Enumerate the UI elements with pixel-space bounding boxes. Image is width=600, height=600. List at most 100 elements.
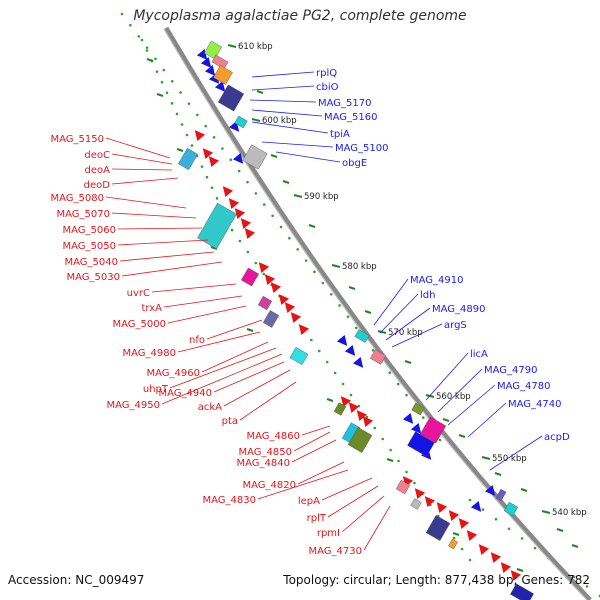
minus-strand-gene-arrow — [194, 130, 206, 142]
minus-strand-gene-label: lepA — [298, 496, 320, 507]
gc-dot — [145, 46, 149, 49]
gc-dot — [405, 470, 408, 474]
plus-strand-gene-label: MAG_4790 — [484, 365, 538, 376]
minus-strand-gene-block — [333, 402, 347, 416]
minus-strand-gene-arrow — [490, 552, 502, 564]
gc-dot — [200, 165, 204, 168]
plus-label-leader-line — [379, 293, 419, 334]
minus-strand-gene-block — [448, 538, 458, 550]
minus-strand-gene-label: MAG_5000 — [113, 319, 167, 330]
kbp-tick-mark — [377, 330, 387, 334]
plus-label-leader-line — [425, 352, 469, 401]
gc-dot — [187, 102, 191, 105]
gc-dot — [296, 248, 300, 251]
gene-features — [178, 40, 534, 600]
minus-strand-gene-arrow — [500, 562, 512, 574]
minus-strand-gene-arrow — [478, 544, 490, 556]
plus-strand-gene-arrow — [336, 334, 348, 346]
gc-dot — [507, 527, 511, 531]
minus-label-leader-line — [341, 495, 385, 533]
minus-strand-gene-label: uvrC — [127, 288, 150, 299]
minus-label-leader-line — [163, 295, 243, 308]
minus-label-leader-line — [293, 431, 331, 452]
plus-strand-gene-block — [213, 65, 233, 85]
minus-label-leader-line — [121, 261, 223, 277]
gc-dot — [155, 70, 159, 73]
minor-tick-mark — [386, 458, 394, 462]
minus-strand-gene-block — [178, 147, 198, 171]
gc-dot — [468, 498, 472, 502]
plus-label-leader-line — [489, 435, 543, 471]
gc-dot — [205, 175, 209, 179]
plus-label-leader-line — [447, 384, 496, 426]
gc-dot — [572, 575, 576, 579]
minus-strand-gene-label: uhpT — [143, 384, 169, 395]
minus-strand-gene-arrow — [284, 302, 296, 314]
minus-strand-gene-arrow — [436, 502, 448, 514]
gc-dot — [210, 186, 214, 190]
minus-strand-gene-label: MAG_5060 — [63, 225, 117, 236]
gc-dot — [321, 281, 325, 285]
minus-label-leader-line — [117, 239, 209, 246]
minor-tick-mark — [452, 532, 460, 536]
plus-strand-gene-block — [211, 54, 229, 70]
gc-dot — [338, 304, 341, 307]
kbp-tick-mark — [293, 194, 303, 198]
minus-strand-gene-arrow — [362, 416, 374, 428]
genome-backbone — [163, 26, 592, 600]
minus-label-leader-line — [169, 347, 277, 389]
plus-strand-gene-label: cbiO — [316, 82, 339, 93]
minus-strand-gene-block — [510, 583, 534, 600]
minus-strand-gene-label: nfo — [189, 335, 205, 346]
gc-dot — [388, 371, 392, 375]
minus-strand-gene-arrow — [348, 402, 360, 414]
gc-dot — [229, 158, 233, 162]
gc-dot — [165, 91, 169, 95]
gc-dot — [520, 537, 524, 540]
minus-strand-gene-label: MAG_5050 — [63, 241, 117, 252]
kbp-tick-label: 550 kbp — [492, 454, 527, 464]
plus-strand-gene-block — [242, 144, 268, 170]
minus-strand-gene-arrow — [466, 530, 478, 542]
minus-strand-gene-label: rpmI — [317, 528, 340, 539]
gc-dot — [333, 371, 337, 375]
gc-dot — [346, 315, 350, 318]
plus-strand-gene-block — [370, 349, 386, 365]
minus-strand-gene-label: MAG_4950 — [107, 400, 161, 411]
minus-label-leader-line — [301, 425, 331, 436]
minus-strand-gene-label: MAG_4860 — [247, 431, 301, 442]
minus-strand-gene-arrow — [270, 282, 282, 294]
minus-strand-gene-label: MAG_4960 — [147, 368, 201, 379]
minus-strand-gene-arrow — [240, 218, 252, 230]
minus-strand-gene-arrow — [202, 148, 214, 160]
kbp-tick-mark — [331, 264, 341, 268]
minus-strand-gene-arrow — [234, 208, 246, 220]
minus-strand-gene-arrow — [458, 518, 470, 530]
minus-strand-gene-arrow — [264, 274, 276, 286]
gc-dot — [120, 12, 124, 16]
plus-strand-gene-label: MAG_4890 — [432, 304, 486, 315]
plus-strand-gene-label: MAG_4740 — [508, 399, 562, 410]
minus-label-leader-line — [111, 153, 173, 165]
kbp-tick-label: 540 kbp — [552, 508, 587, 518]
minus-strand-gene-block — [425, 515, 451, 541]
gc-dot — [185, 133, 189, 137]
minus-label-leader-line — [111, 168, 173, 171]
gc-dot — [397, 459, 400, 463]
gc-dot — [413, 481, 416, 485]
gc-dot — [279, 225, 283, 229]
minor-tick-mark — [348, 286, 356, 290]
plus-strand-gene-arrow — [344, 344, 356, 356]
minor-tick-mark — [442, 418, 450, 422]
minus-label-leader-line — [177, 331, 261, 353]
minus-strand-gene-arrow — [510, 570, 522, 582]
plus-strand-gene-label: tpiA — [330, 129, 350, 140]
gc-dot — [238, 239, 242, 243]
minus-strand-gene-label: MAG_4820 — [243, 480, 297, 491]
gc-dot — [175, 112, 179, 116]
gc-dot — [304, 259, 308, 262]
plus-strand-gene-block — [503, 501, 519, 517]
minus-strand-gene-label: MAG_4940 — [159, 388, 213, 399]
